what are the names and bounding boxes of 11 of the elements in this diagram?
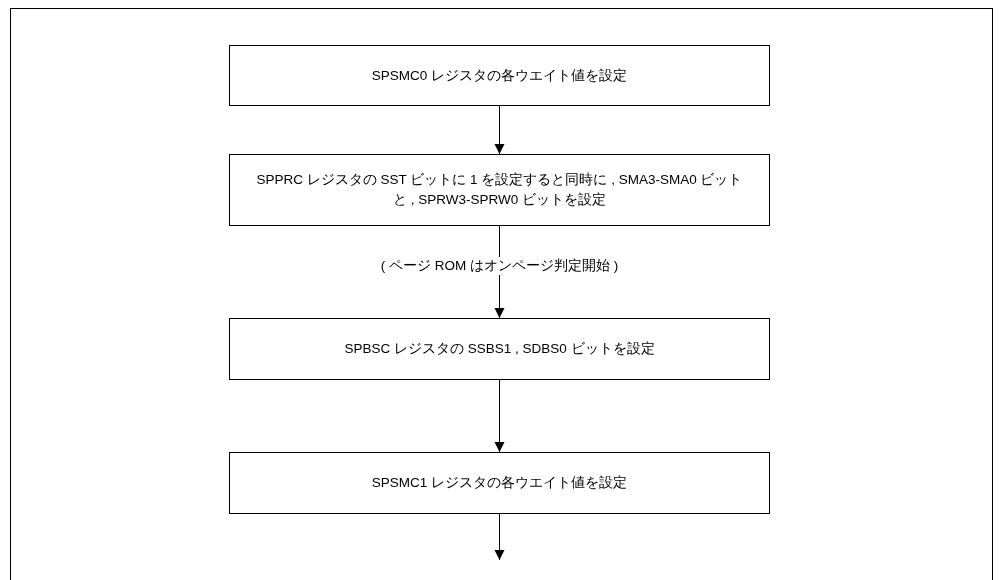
arrow <box>494 513 505 561</box>
process-box <box>229 154 770 226</box>
process-text: SPSMC0 レジスタの各ウエイト値を設定 <box>371 66 628 85</box>
process-box <box>229 45 770 106</box>
process-text: SPBSC レジスタの SSBS1 , SDBS0 ビットを設定 <box>344 340 655 358</box>
process-text: SPPRC レジスタの SST ビットに 1 を設定すると同時に , SMA3-SMA0 ビットと , SPRW3-SPRW0 ビットを設定 <box>255 171 744 209</box>
process-box <box>229 318 770 380</box>
process-text: SPSMC1 レジスタの各ウエイト値を設定 <box>371 474 628 492</box>
arrow <box>494 105 505 155</box>
arrow <box>494 379 505 453</box>
process-box <box>229 452 770 514</box>
